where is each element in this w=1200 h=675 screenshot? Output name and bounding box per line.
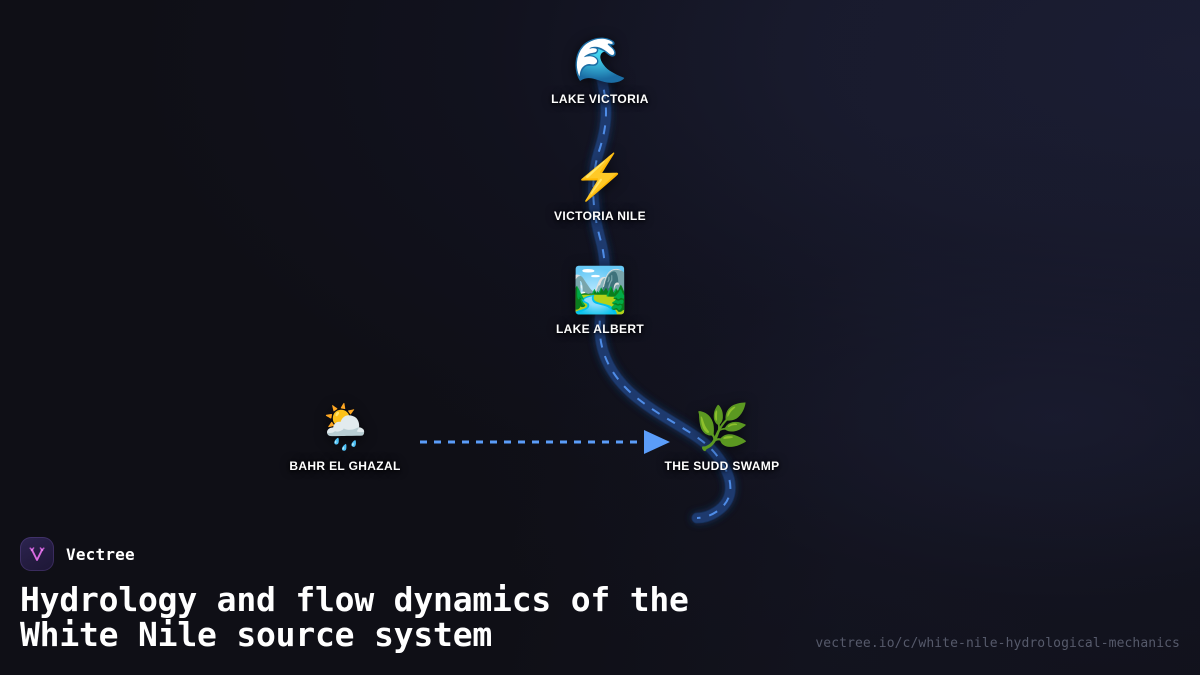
node-the-sudd-swamp[interactable]: 🌿 THE SUDD SWAMP bbox=[612, 401, 832, 473]
page-title-line-2: White Nile source system bbox=[20, 615, 493, 655]
sun-behind-rain-cloud-icon: 🌦️ bbox=[317, 403, 373, 452]
node-label-the-sudd-swamp: THE SUDD SWAMP bbox=[664, 459, 780, 473]
vectree-logo-mark bbox=[29, 547, 45, 562]
herb-icon: 🌿 bbox=[694, 403, 750, 452]
node-lake-albert[interactable]: 🏞️ LAKE ALBERT bbox=[490, 264, 710, 336]
node-bahr-el-ghazal[interactable]: 🌦️ BAHR EL GHAZAL bbox=[235, 401, 455, 473]
brand-row: Vectree bbox=[20, 537, 1180, 572]
node-victoria-nile[interactable]: ⚡ VICTORIA NILE bbox=[490, 151, 710, 223]
high-voltage-icon: ⚡ bbox=[572, 153, 628, 202]
branding-block: Vectree Hydrology and flow dynamics of t… bbox=[20, 537, 1180, 653]
vectree-logo[interactable] bbox=[20, 537, 54, 572]
node-label-bahr-el-ghazal: BAHR EL GHAZAL bbox=[289, 459, 401, 473]
node-label-lake-victoria: LAKE VICTORIA bbox=[551, 92, 649, 106]
national-park-icon: 🏞️ bbox=[572, 266, 628, 315]
node-label-victoria-nile: VICTORIA NILE bbox=[554, 209, 646, 223]
footer-url[interactable]: vectree.io/c/white-nile-hydrological-mec… bbox=[815, 636, 1180, 651]
page-title-line-1: Hydrology and flow dynamics of the bbox=[20, 580, 689, 620]
brand-name: Vectree bbox=[66, 544, 135, 564]
page-title: Hydrology and flow dynamics of the White… bbox=[20, 580, 1180, 655]
node-label-lake-albert: LAKE ALBERT bbox=[555, 322, 645, 336]
node-lake-victoria[interactable]: 🌊 LAKE VICTORIA bbox=[490, 34, 710, 106]
water-wave-icon: 🌊 bbox=[572, 36, 628, 85]
